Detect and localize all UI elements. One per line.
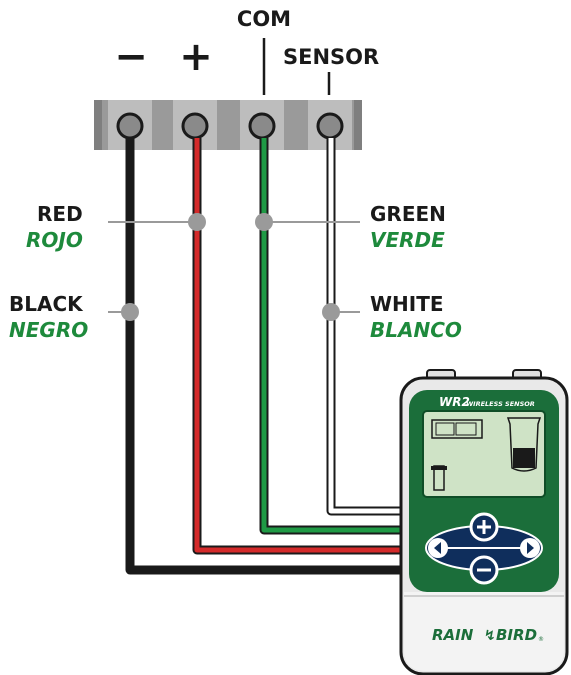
svg-text:®: ® (538, 636, 544, 643)
red-wire-outline (192, 138, 408, 555)
black-wire (125, 138, 408, 575)
terminal-screw-plus (181, 112, 209, 140)
terminal-screw-com (248, 112, 276, 140)
rojo-label: ROJO (26, 228, 83, 252)
black-label: BLACK (9, 292, 84, 316)
right-arrow-icon (527, 542, 534, 554)
wr2-device: WR2 WIRELESS SENSOR (399, 369, 569, 675)
black-callout-dot (121, 303, 139, 321)
green-wire (261, 138, 408, 533)
red-wire (194, 138, 408, 553)
rain-bird-logo: RAIN ↯ BIRD ® (432, 626, 544, 644)
white-wire (328, 138, 408, 514)
battery-icon (431, 419, 483, 439)
verde-label: VERDE (370, 228, 445, 252)
device-model-sub: WIRELESS SENSOR (466, 400, 535, 408)
terminal-screw-sensor (316, 112, 344, 140)
wires (125, 138, 408, 575)
red-label: RED (37, 202, 83, 226)
sensor-cup-icon (506, 417, 542, 472)
red-callout-dot (188, 213, 206, 231)
white-label: WHITE (370, 292, 444, 316)
button-pad (425, 512, 543, 585)
minus-sign: − (114, 34, 148, 80)
green-label: GREEN (370, 202, 446, 226)
green-callout-dot (255, 213, 273, 231)
svg-text:↯: ↯ (484, 628, 496, 644)
negro-label: NEGRO (9, 318, 88, 342)
plus-sign: + (179, 34, 213, 80)
callouts (108, 213, 360, 321)
terminal-screw-minus (116, 112, 144, 140)
com-label: COM (237, 7, 291, 31)
device-model: WR2 (439, 395, 470, 409)
terminal-strip (94, 100, 362, 150)
sensor-label: SENSOR (283, 45, 379, 69)
plus-icon (477, 520, 491, 534)
white-callout-dot (322, 303, 340, 321)
svg-text:BIRD: BIRD (496, 626, 537, 644)
blanco-label: BLANCO (370, 318, 462, 342)
left-arrow-icon (434, 542, 441, 554)
valve-icon (431, 465, 447, 491)
svg-text:RAIN: RAIN (432, 626, 474, 644)
